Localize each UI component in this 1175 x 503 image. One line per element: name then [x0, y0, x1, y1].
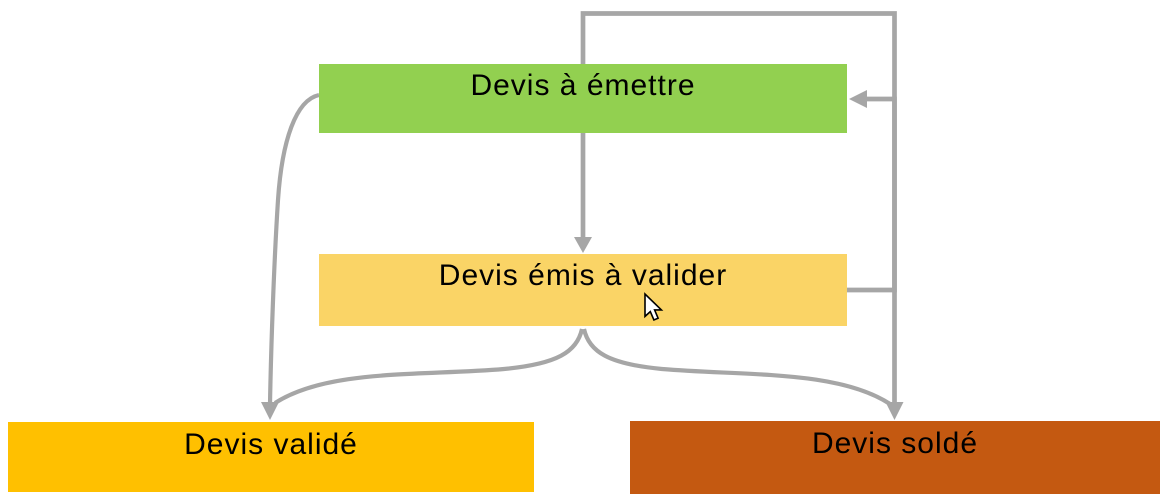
edge-valider-to-emettre-loop [847, 96, 897, 293]
node-devis-valide[interactable]: Devis validé [8, 422, 534, 492]
node-devis-a-emettre-label: Devis à émettre [470, 69, 696, 102]
arrowhead-into-solde [885, 402, 904, 420]
node-devis-emis-a-valider[interactable]: Devis émis à valider [319, 254, 847, 326]
node-devis-emis-a-valider-label: Devis émis à valider [438, 259, 728, 292]
arrowhead-into-emettre [849, 90, 867, 108]
node-devis-solde[interactable]: Devis soldé [630, 421, 1160, 494]
node-devis-valide-label: Devis validé [184, 428, 358, 461]
node-devis-solde-label: Devis soldé [811, 427, 979, 460]
edge-valider-to-valide-curve [273, 328, 585, 405]
edge-emettre-to-valide-curve [267, 92, 320, 405]
edge-valider-to-solde-curve [581, 328, 892, 406]
arrowhead-into-valide [261, 402, 279, 420]
node-devis-a-emettre[interactable]: Devis à émettre [319, 64, 847, 133]
arrowhead-into-valider [574, 237, 592, 253]
